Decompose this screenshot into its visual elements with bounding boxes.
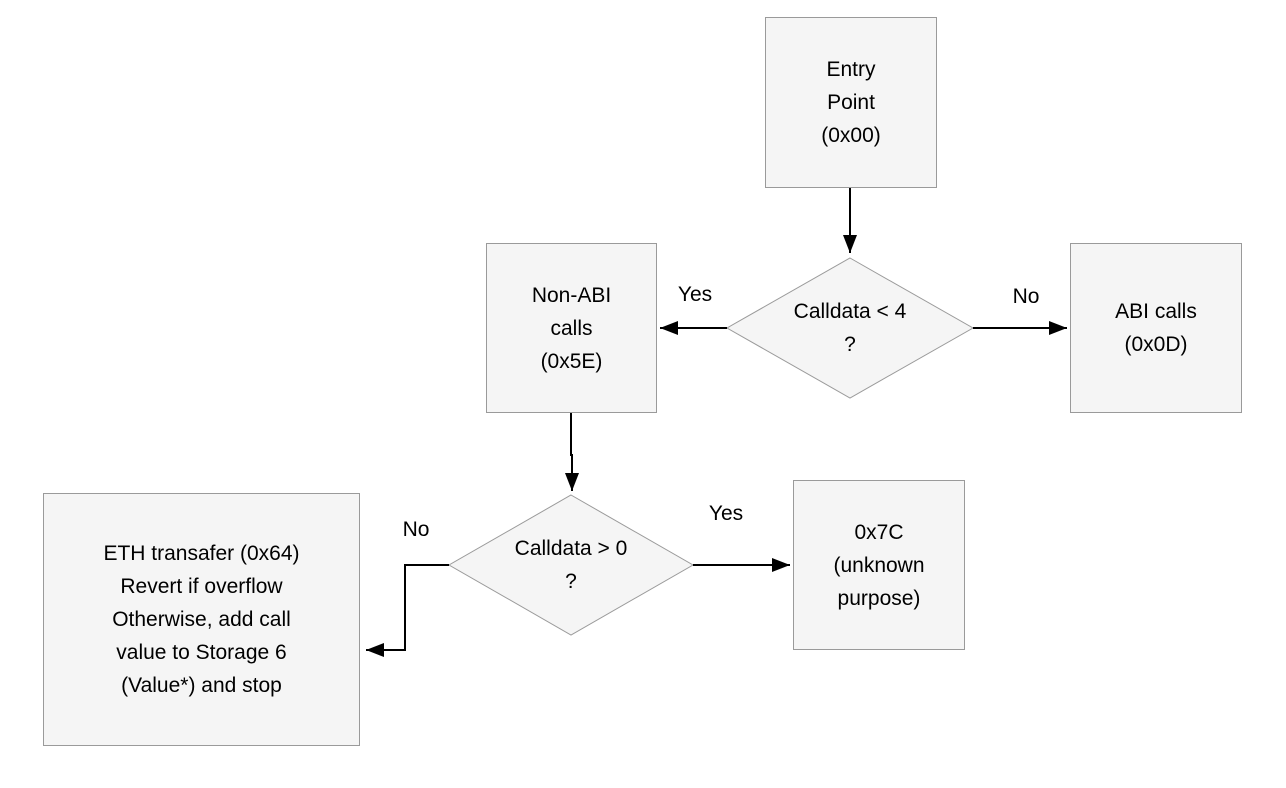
edge-label-decision1-no: No [1012,285,1040,308]
edge-non-abi-to-decision2 [565,413,579,491]
node-unknown-purpose-label: 0x7C (unknown purpose) [833,520,925,610]
node-abi-calls: ABI calls (0x0D) [1070,243,1242,413]
node-eth-transfer-label: ETH transafer (0x64) Revert if overflow … [103,542,300,697]
node-unknown-purpose: 0x7C (unknown purpose) [793,480,965,650]
node-entry-point: Entry Point (0x00) [765,17,937,188]
edge-label-decision1-yes: Yes [677,283,713,306]
edge-label-decision2-no: No [402,518,430,541]
node-eth-transfer: ETH transafer (0x64) Revert if overflow … [43,493,360,746]
edge-label-decision2-yes: Yes [708,502,744,525]
node-non-abi-calls-label: Non-ABI calls (0x5E) [531,283,612,373]
node-non-abi-calls: Non-ABI calls (0x5E) [486,243,657,413]
node-entry-point-label: Entry Point (0x00) [821,58,881,147]
decision1-diamond-shape [725,257,975,399]
decision2-diamond-shape [447,494,695,636]
edge-decision2-to-eth [366,564,449,657]
node-abi-calls-label: ABI calls (0x0D) [1115,300,1197,356]
